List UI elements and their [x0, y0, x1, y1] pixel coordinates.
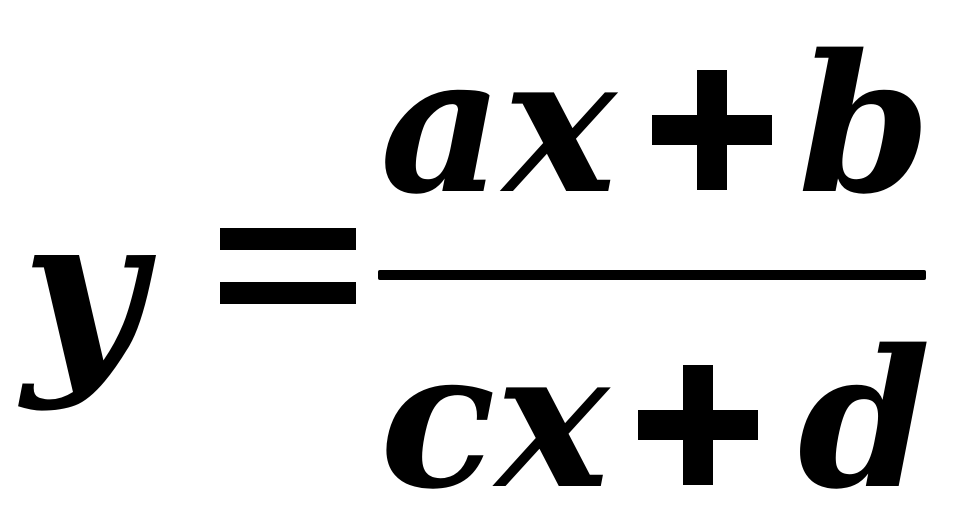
numerator-plus-vertical [697, 70, 727, 190]
fraction-bar [378, 270, 926, 280]
formula-lhs: y [22, 167, 144, 414]
numerator-plus-sign [652, 70, 772, 190]
denominator-term-left: cx [380, 308, 609, 531]
equals-bar-bottom [220, 282, 356, 304]
fraction-numerator: ax b [380, 30, 931, 220]
numerator-term-left: ax [380, 13, 617, 236]
denominator-plus-sign [638, 365, 758, 485]
numerator-term-right: b [798, 13, 931, 236]
equals-bar-top [220, 228, 356, 250]
fraction-denominator: cx d [380, 308, 931, 531]
equals-sign [220, 228, 356, 304]
denominator-term-right: d [798, 308, 931, 531]
denominator-plus-vertical [683, 365, 713, 485]
